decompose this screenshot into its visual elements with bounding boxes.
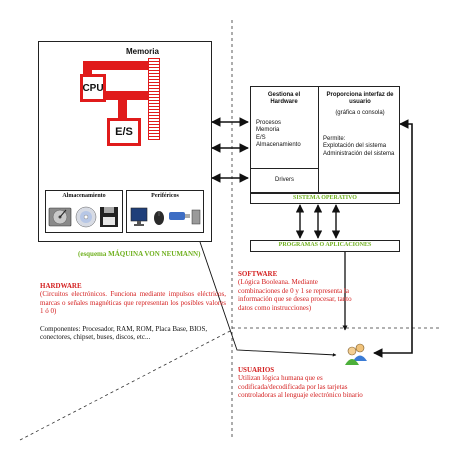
bus-vertical bbox=[118, 91, 127, 119]
gestiona-hardware-title: Gestiona el Hardware bbox=[267, 92, 301, 106]
perifericos-box: Periféricos bbox=[126, 190, 204, 233]
users-icon bbox=[345, 343, 367, 365]
peripheral-images bbox=[130, 207, 201, 226]
cpu-label: CPU bbox=[82, 82, 104, 94]
perifericos-label: Periféricos bbox=[151, 193, 179, 199]
sistema-operativo-bar: SISTEMA OPERATIVO bbox=[250, 193, 400, 204]
sistema-operativo-label: SISTEMA OPERATIVO bbox=[293, 194, 357, 201]
cd-disc-icon bbox=[75, 206, 97, 228]
permite-item: Administración del sistema bbox=[323, 150, 395, 157]
hardware-components: Componentes: Procesador, RAM, ROM, Placa… bbox=[40, 324, 208, 342]
programas-bar: PROGRAMAS O APLICACIONES bbox=[250, 240, 400, 252]
von-neumann-caption: (esquema MÁQUINA VON NEUMANN) bbox=[78, 250, 201, 258]
monitor-icon bbox=[130, 207, 148, 226]
software-text-block: SOFTWARE (Lógica Booleana. Mediante comb… bbox=[238, 270, 356, 312]
almacenamiento-label: Almacenamiento bbox=[62, 193, 106, 199]
usb-drive-icon bbox=[169, 212, 190, 220]
drivers-cell: Drivers bbox=[250, 168, 319, 193]
floppy-icon bbox=[100, 207, 118, 227]
bus-top-bar bbox=[83, 61, 149, 70]
hardware-description: (Circuitos electrónicos. Funciona median… bbox=[40, 290, 226, 316]
line-peripherals-user bbox=[199, 241, 337, 357]
almacenamiento-box: Almacenamiento bbox=[45, 190, 123, 233]
gestiona-items: Procesos Memoria E/S Almacenamiento bbox=[256, 120, 301, 150]
permite-block: Permite: Explotación del sistema Adminis… bbox=[323, 136, 399, 158]
gestiona-item: Almacenamiento bbox=[256, 142, 301, 149]
es-box: E/S bbox=[107, 118, 141, 146]
loop-os-user bbox=[373, 119, 413, 358]
software-heading: SOFTWARE bbox=[238, 270, 278, 278]
interfaz-subtitle: (gráfica o consola) bbox=[335, 110, 385, 116]
software-description: (Lógica Booleana. Mediante combinaciones… bbox=[238, 278, 352, 312]
bus-top-stem bbox=[83, 61, 92, 75]
permite-label: Permite: bbox=[323, 136, 346, 142]
drivers-label: Drivers bbox=[275, 176, 294, 183]
usuarios-description: Utilizan lógica humana que es codificada… bbox=[238, 374, 363, 400]
es-label: E/S bbox=[115, 126, 133, 138]
storage-images bbox=[48, 206, 118, 228]
gestiona-item: E/S bbox=[256, 134, 266, 141]
mouse-icon bbox=[154, 211, 164, 225]
gestiona-item: Memoria bbox=[256, 127, 280, 134]
diagonal-divider bbox=[19, 329, 233, 441]
hard-disk-icon bbox=[48, 207, 72, 227]
os-inner-divider bbox=[318, 86, 319, 193]
gestiona-item: Procesos bbox=[256, 120, 282, 126]
programas-label: PROGRAMAS O APLICACIONES bbox=[278, 242, 372, 249]
cpu-box: CPU bbox=[80, 74, 106, 102]
usuarios-text-block: USUARIOS Utilizan lógica humana que es c… bbox=[238, 366, 366, 400]
interfaz-title: Proporciona interfaz de usuario bbox=[326, 92, 394, 106]
permite-item: Explotación del sistema bbox=[323, 143, 387, 150]
memoria-label: Memoria bbox=[126, 47, 159, 56]
hardware-text-block: HARDWARE (Circuitos electrónicos. Funcio… bbox=[40, 282, 226, 341]
memory-stack bbox=[148, 58, 160, 140]
hardware-heading: HARDWARE bbox=[40, 282, 82, 290]
usuarios-heading: USUARIOS bbox=[238, 366, 275, 374]
